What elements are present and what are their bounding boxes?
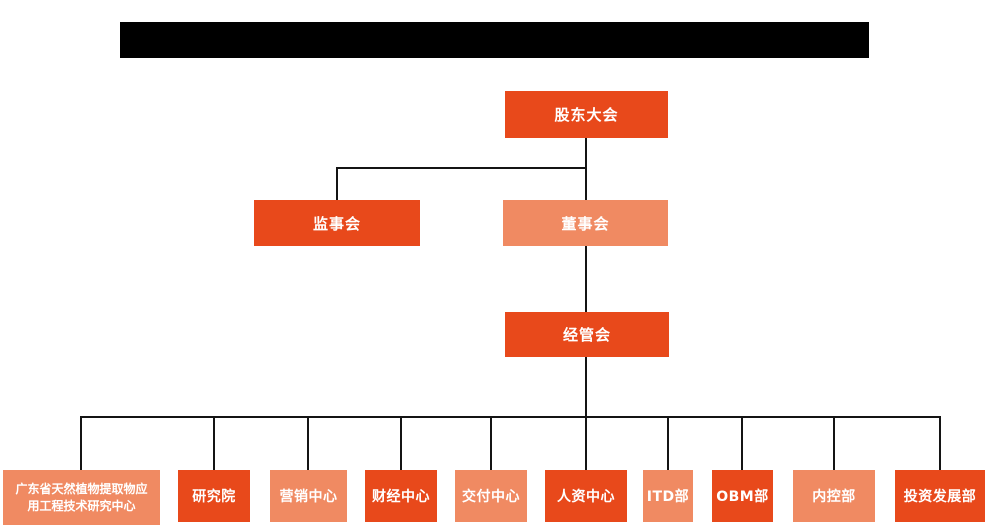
connector-management-down [585, 357, 587, 417]
connector-root-down [585, 138, 587, 201]
connector-dept-drop-10 [939, 416, 941, 470]
node-shareholders-meeting-label: 股东大会 [554, 106, 619, 124]
node-dept-internal-control-label: 内控部 [812, 489, 856, 505]
node-dept-guangdong-research-center: 广东省天然植物提取物应 用工程技术研究中心 [3, 470, 160, 525]
node-board-of-directors: 董事会 [503, 200, 668, 246]
connector-dept-drop-4 [400, 416, 402, 470]
node-dept-research-institute-label: 研究院 [192, 489, 236, 505]
connector-dept-drop-9 [833, 416, 835, 470]
node-dept-finance-center-label: 财经中心 [372, 489, 430, 505]
node-supervisory-board-label: 监事会 [312, 214, 361, 233]
node-dept-investment-development: 投资发展部 [895, 470, 985, 522]
node-dept-obm-label: OBM部 [716, 489, 769, 505]
node-dept-guangdong-research-center-label: 广东省天然植物提取物应 用工程技术研究中心 [15, 482, 148, 513]
connector-dept-drop-7 [667, 416, 669, 470]
node-board-of-directors-label: 董事会 [561, 214, 610, 233]
node-management-committee-label: 经管会 [562, 326, 611, 344]
node-supervisory-board: 监事会 [254, 200, 420, 246]
node-dept-research-institute: 研究院 [178, 470, 250, 522]
node-dept-itd-label: ITD部 [646, 489, 690, 505]
connector-dept-drop-8 [741, 416, 743, 470]
node-dept-hr-center-label: 人资中心 [557, 489, 615, 505]
node-shareholders-meeting: 股东大会 [505, 91, 668, 138]
connector-level2-horizontal [336, 167, 587, 169]
node-dept-itd: ITD部 [643, 470, 693, 522]
node-dept-obm: OBM部 [712, 470, 773, 522]
node-dept-delivery-center-label: 交付中心 [462, 489, 520, 505]
node-dept-marketing-center: 营销中心 [270, 470, 347, 522]
node-dept-finance-center: 财经中心 [365, 470, 437, 522]
connector-dept-drop-5 [490, 416, 492, 470]
node-dept-investment-development-label: 投资发展部 [903, 489, 977, 505]
connector-dept-drop-2 [213, 416, 215, 470]
connector-dept-drop-6 [585, 416, 587, 470]
node-dept-internal-control: 内控部 [793, 470, 875, 522]
connector-dept-drop-3 [307, 416, 309, 470]
connector-departments-horizontal [80, 416, 941, 418]
redacted-title-bar [120, 22, 869, 58]
node-dept-hr-center: 人资中心 [545, 470, 627, 522]
connector-dept-drop-1 [80, 416, 82, 470]
connector-supervisory-drop [336, 167, 338, 201]
node-dept-marketing-center-label: 营销中心 [279, 489, 338, 505]
connector-board-to-management [585, 246, 587, 312]
node-dept-delivery-center: 交付中心 [455, 470, 527, 522]
node-management-committee: 经管会 [505, 312, 669, 357]
